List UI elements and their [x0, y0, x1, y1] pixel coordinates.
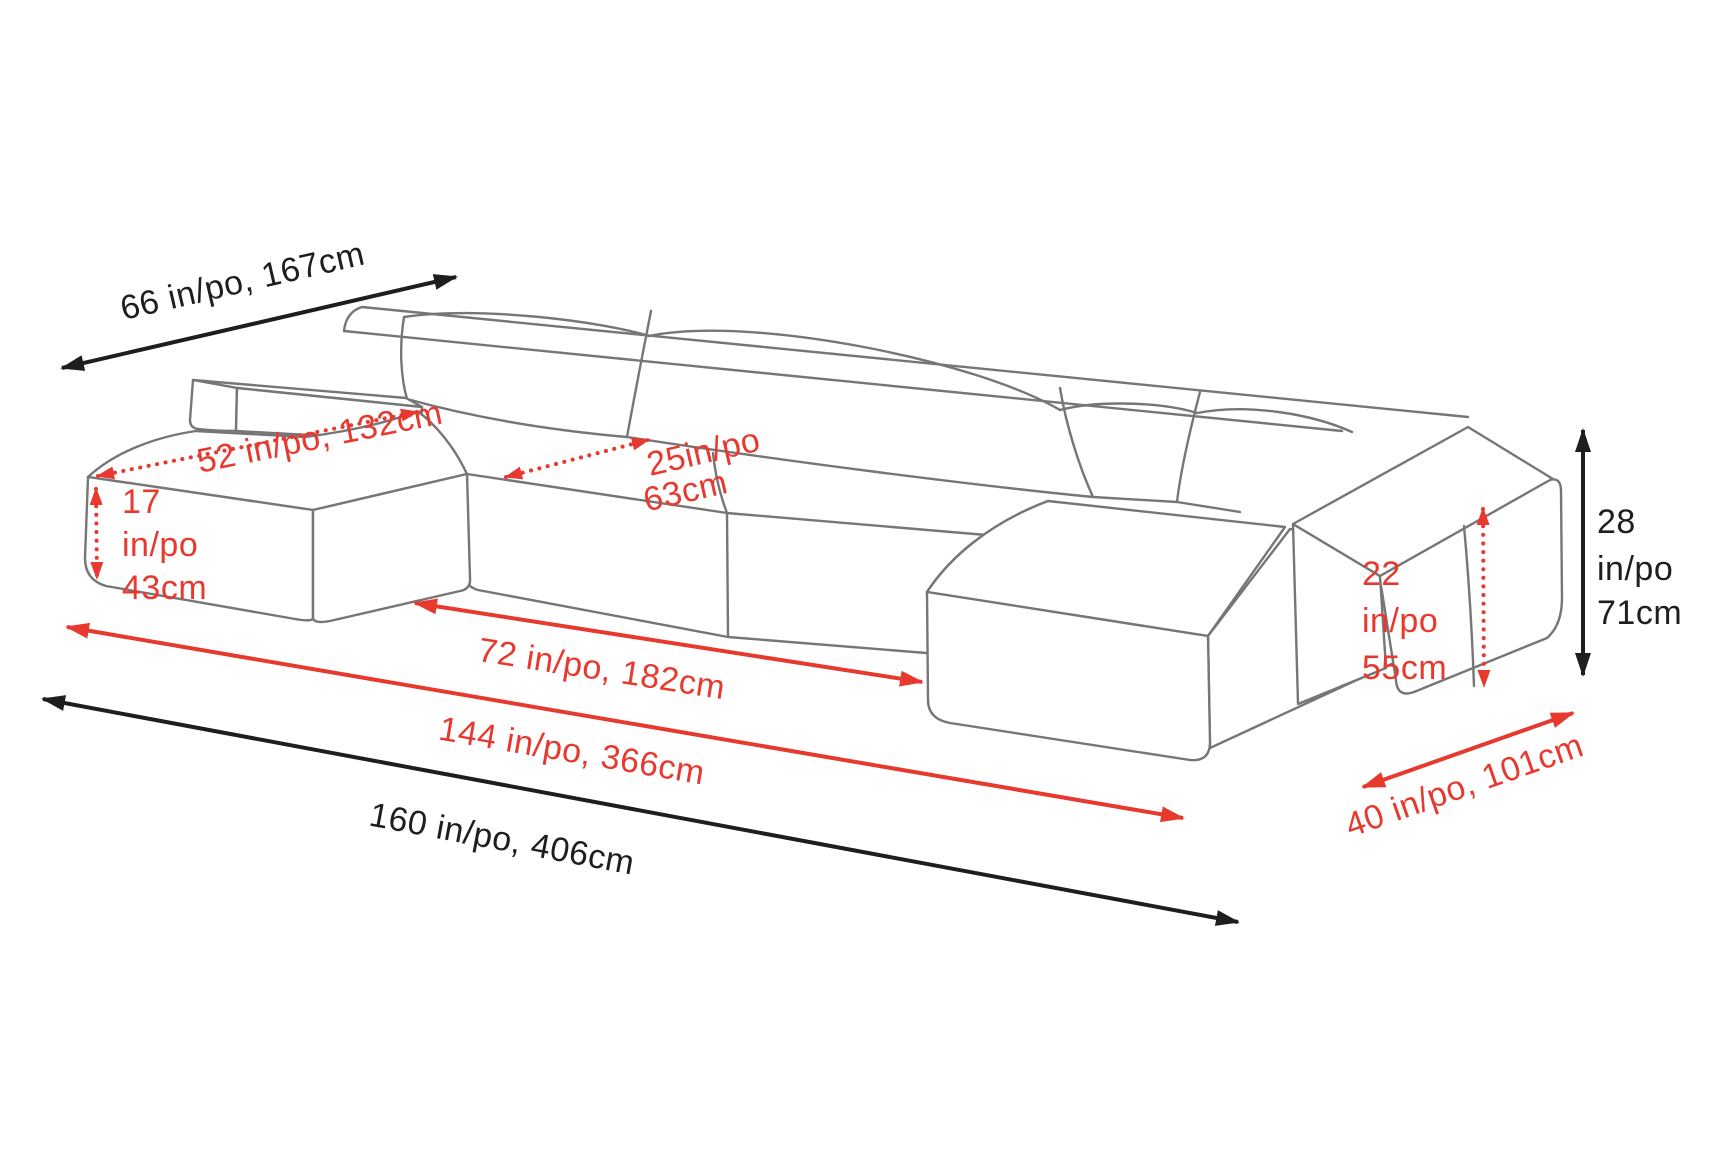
dim-back-height-label-line1: 28 — [1597, 503, 1636, 541]
dim-total-width-label: 160 in/po, 406cm — [366, 796, 637, 883]
dim-total-width-arrow — [41, 695, 1240, 926]
sofa-left-chaise-side — [311, 472, 472, 624]
dim-armrest-height-arrow — [1476, 507, 1491, 688]
dim-back-height-label-line2: in/po — [1597, 550, 1673, 588]
sofa-outline-drawing — [83, 305, 1564, 762]
sofa-back-top-outer-edge — [342, 305, 1470, 419]
dim-back-height-label-line3: 71cm — [1597, 594, 1682, 632]
sofa-right-chaise-top — [925, 499, 1287, 638]
dim-right-chaise-length-arrow — [1361, 711, 1575, 789]
dim-seat-height: 17 in/po 43cm — [89, 483, 207, 607]
sofa-backrest-seam-2 — [1058, 386, 1095, 499]
dim-armrest-height-label-line3: 55cm — [1362, 649, 1447, 687]
dim-inner-width-label: 72 in/po, 182cm — [476, 631, 728, 707]
dim-seat-height-label-line2: in/po — [122, 526, 198, 564]
sofa-middle-front-seam — [725, 511, 730, 639]
dim-left-chaise-total-length: 66 in/po, 167cm — [60, 235, 458, 371]
dim-right-chaise-length-label: 40 in/po, 101cm — [1340, 726, 1588, 845]
sofa-right-armrest-panel-seam — [1462, 524, 1476, 688]
dim-armrest-height: 22 in/po 55cm — [1362, 507, 1491, 688]
dim-left-chaise-inner-length-arrow — [96, 408, 419, 480]
dim-seat-height-label-line3: 43cm — [122, 569, 207, 607]
sofa-headrest-hump-2 — [647, 329, 1062, 412]
dim-right-chaise-length: 40 in/po, 101cm — [1340, 711, 1588, 845]
dim-left-chaise-total-length-arrow — [60, 274, 458, 371]
dim-armrest-height-label-line2: in/po — [1362, 602, 1438, 640]
sofa-backrest-base-line — [405, 397, 1242, 514]
dim-seat-depth-arrow — [504, 437, 650, 480]
sofa-left-armrest-end — [188, 378, 239, 433]
sofa-right-armrest-outer-panel — [1378, 478, 1564, 695]
sofa-middle-cushion-top-seam — [711, 451, 729, 515]
sofa-backrest-left-edge — [399, 315, 409, 401]
sofa-headrest-hump-4 — [1195, 408, 1354, 434]
sofa-back-top-inner-edge — [342, 329, 1344, 433]
sofa-headrest-hump-3 — [1058, 402, 1199, 415]
dim-left-chaise-total-length-label: 66 in/po, 167cm — [117, 235, 369, 328]
sofa-backrest-seam-3 — [1175, 390, 1202, 504]
dim-seat-height-arrow — [89, 487, 104, 580]
sofa-backrest-seam-1 — [625, 309, 653, 439]
dim-back-height: 28 in/po 71cm — [1575, 428, 1682, 677]
dim-armrest-height-label-line1: 22 — [1362, 555, 1401, 593]
dim-seat-height-label-line1: 17 — [122, 483, 161, 521]
